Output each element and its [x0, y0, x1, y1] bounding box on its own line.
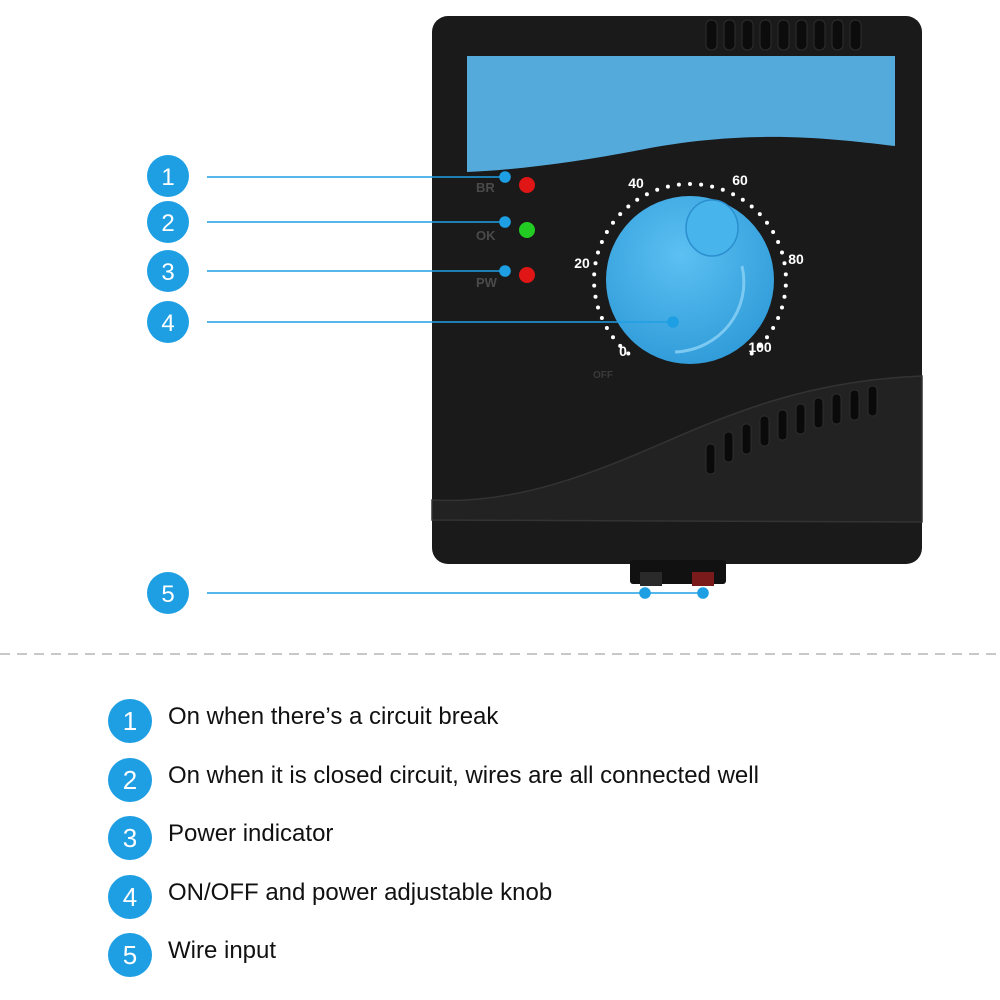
callout-badge-5: 5 — [147, 572, 189, 614]
dial-label-60: 60 — [732, 172, 748, 188]
callout-badge-1: 1 — [147, 155, 189, 197]
legend-text: Wire input — [168, 937, 277, 964]
legend-number: 3 — [108, 816, 152, 860]
dial-dot — [771, 326, 776, 330]
legend-text: On when there’s a circuit break — [168, 703, 499, 730]
dial-dot — [731, 192, 736, 197]
svg-text:4: 4 — [161, 310, 174, 337]
led-pw — [519, 267, 535, 283]
dial-dot — [665, 184, 670, 189]
legend-item: 4 ON/OFF and power adjustable knob — [108, 871, 988, 930]
legend-number: 2 — [108, 757, 152, 802]
dial-label-80: 80 — [788, 251, 804, 267]
led-ok — [519, 222, 535, 238]
dial-dot — [618, 343, 623, 348]
legend: 1 On when there’s a circuit break 2 On w… — [108, 695, 988, 988]
dial-dot — [596, 250, 600, 255]
dial-dot — [644, 192, 649, 197]
off-label: OFF — [593, 370, 613, 381]
led-br — [519, 177, 535, 193]
dial-dot — [599, 240, 604, 244]
legend-number: 5 — [108, 933, 152, 977]
svg-text:5: 5 — [161, 581, 174, 608]
dial-dot — [626, 351, 631, 356]
dial-dot — [626, 204, 631, 209]
device-diagram: BR OK PW 0 20 40 60 80 100 OFF 1 2 3 4 — [0, 16, 1000, 655]
dial-dot — [765, 335, 769, 340]
svg-text:1: 1 — [161, 164, 174, 191]
legend-text: ON/OFF and power adjustable knob — [168, 878, 553, 906]
dial-dot — [720, 187, 725, 192]
legend-item: 5 Wire input — [108, 929, 988, 988]
dial-dot — [776, 240, 781, 244]
dial-dot — [688, 182, 692, 186]
dial-dot — [749, 351, 754, 356]
dial-dot — [596, 305, 600, 310]
side-vents — [705, 385, 878, 475]
dial-dot — [782, 294, 787, 299]
legend-text: Power indicator — [168, 820, 334, 847]
dial-dot — [780, 305, 784, 310]
callout-badge-4: 4 — [147, 301, 189, 343]
dial-dot — [593, 294, 598, 299]
dial-dot — [771, 230, 776, 234]
dial-dot — [783, 272, 788, 277]
label-panel — [467, 56, 895, 172]
dial-dot — [780, 250, 784, 255]
dial-label-100: 100 — [748, 339, 772, 355]
dial-dot — [757, 343, 762, 348]
dial-dot — [592, 272, 597, 277]
svg-text:2: 2 — [161, 210, 174, 237]
dial-label-20: 20 — [574, 255, 590, 271]
dial-dot — [611, 335, 615, 340]
dial-dot — [593, 261, 598, 266]
legend-number: 4 — [108, 874, 152, 919]
dial-dot — [740, 197, 745, 202]
legend-text: On when it is closed circuit, wires are … — [168, 761, 759, 789]
led-label-ok: OK — [476, 228, 496, 243]
dial-dot — [783, 283, 788, 288]
top-vents — [705, 19, 862, 51]
dial-dot — [699, 182, 704, 187]
dial-dot — [757, 212, 762, 217]
legend-item: 2 On when it is closed circuit, wires ar… — [108, 754, 988, 813]
legend-item: 1 On when there’s a circuit break — [108, 695, 988, 754]
terminal-red — [692, 572, 714, 586]
callout-badge-3: 3 — [147, 250, 189, 292]
dial-dot — [765, 220, 769, 225]
svg-text:3: 3 — [161, 259, 174, 286]
dial-dot — [749, 204, 754, 209]
dial-dot — [604, 326, 609, 330]
dial-dot — [592, 283, 597, 288]
dial-label-0: 0 — [619, 343, 627, 359]
knob-highlight — [674, 265, 746, 354]
dial-scale-dots — [592, 182, 788, 356]
led-label-br: BR — [476, 180, 495, 195]
legend-number: 1 — [108, 699, 152, 743]
callout-lines — [207, 171, 709, 599]
dial-dot — [710, 184, 715, 189]
dial-dot — [655, 187, 660, 192]
dial-dot — [676, 182, 681, 187]
dial-label-40: 40 — [628, 175, 644, 191]
dial-dot — [604, 230, 609, 234]
legend-item: 3 Power indicator — [108, 812, 988, 871]
dial-dot — [611, 220, 615, 225]
dial-dot — [599, 316, 604, 320]
knob-grip — [685, 199, 739, 257]
terminal-black — [640, 572, 662, 586]
callout-badge-2: 2 — [147, 201, 189, 243]
dial-dot — [776, 316, 781, 320]
dial-dot — [782, 261, 787, 266]
dial-dot — [635, 197, 640, 202]
led-label-pw: PW — [476, 275, 498, 290]
dial-dot — [618, 212, 623, 217]
